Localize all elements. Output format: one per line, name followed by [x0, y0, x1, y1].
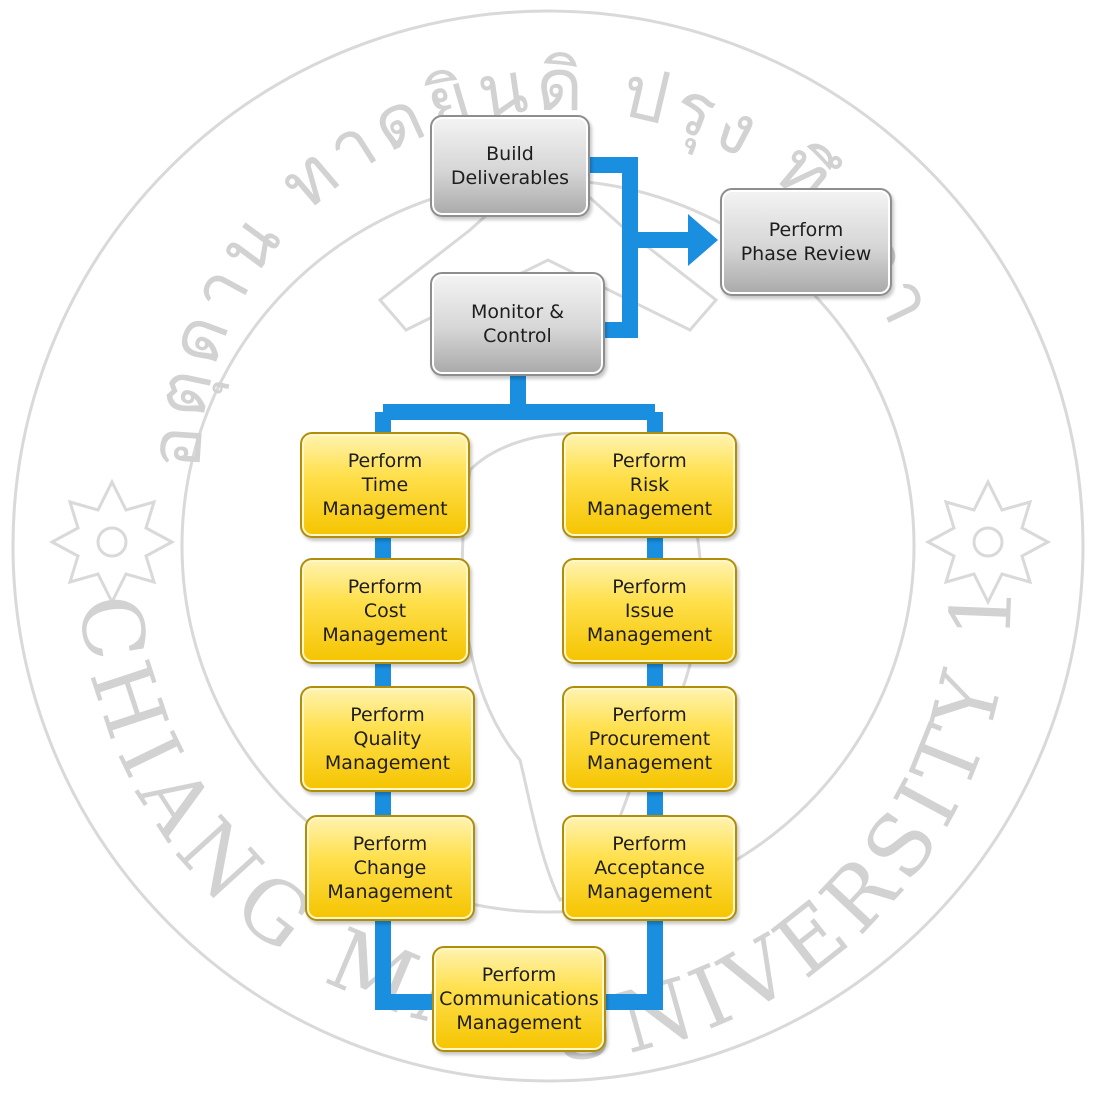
arrow-head-icon: [688, 214, 718, 266]
node-line: Acceptance: [594, 857, 705, 879]
node-line: Quality: [353, 728, 422, 750]
node-build-deliverables: Build Deliverables: [430, 115, 590, 217]
node-line: Communications: [439, 988, 599, 1010]
node-line: Cost: [363, 600, 407, 622]
node-quality-management: Perform Quality Management: [300, 686, 475, 792]
node-line: Issue: [624, 600, 675, 622]
node-line: Perform: [347, 450, 423, 472]
flower-left-icon: [48, 478, 176, 606]
node-line: Perform: [768, 219, 844, 241]
node-line: Management: [586, 624, 713, 646]
node-line: Risk: [629, 474, 670, 496]
node-time-management: Perform Time Management: [300, 432, 470, 538]
node-line: Management: [324, 752, 451, 774]
node-line: Time: [361, 474, 409, 496]
node-line: Perform: [347, 576, 423, 598]
connector-build-to-junction: [590, 157, 638, 240]
node-line: Deliverables: [450, 167, 570, 189]
node-line: Perform: [612, 450, 687, 472]
node-line: Management: [327, 881, 453, 903]
node-procurement-management: Perform Procurement Management: [562, 686, 737, 792]
node-issue-management: Perform Issue Management: [562, 558, 737, 664]
node-line: Perform: [350, 704, 425, 726]
node-line: Management: [322, 498, 448, 520]
node-line: Management: [456, 1012, 582, 1034]
node-line: Procurement: [588, 728, 711, 750]
seal-outer-ring: [11, 9, 1085, 1083]
node-communications-management: Perform Communications Management: [432, 946, 606, 1052]
node-line: Build: [486, 143, 534, 165]
node-line: Management: [586, 881, 713, 903]
node-acceptance-management: Perform Acceptance Management: [562, 815, 737, 921]
node-monitor-control: Monitor & Control: [430, 272, 605, 376]
node-line: Perform: [352, 833, 428, 855]
node-line: Perform: [612, 704, 687, 726]
node-line: Perform: [612, 576, 687, 598]
node-line: Perform: [612, 833, 687, 855]
node-change-management: Perform Change Management: [305, 815, 475, 921]
node-line: Control: [483, 325, 552, 347]
node-line: Change: [353, 857, 427, 879]
node-line: Phase Review: [740, 243, 872, 265]
node-line: Perform: [481, 964, 557, 986]
flower-right-icon: [924, 478, 1052, 606]
connector-monitor-to-junction: [605, 240, 638, 338]
node-perform-phase-review: Perform Phase Review: [720, 188, 892, 296]
node-line: Monitor &: [470, 301, 565, 323]
node-line: Management: [586, 752, 713, 774]
node-line: Management: [586, 498, 713, 520]
node-line: Management: [322, 624, 448, 646]
node-risk-management: Perform Risk Management: [562, 432, 737, 538]
node-cost-management: Perform Cost Management: [300, 558, 470, 664]
